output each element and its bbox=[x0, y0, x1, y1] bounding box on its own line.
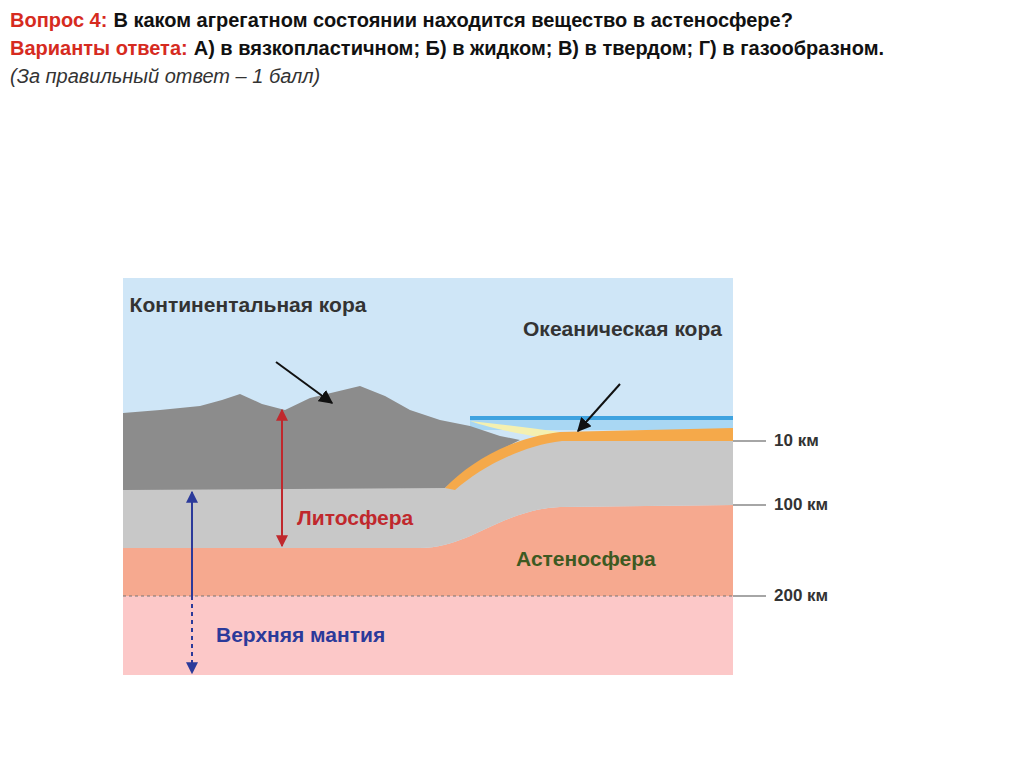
question-text: А) в вязкопластичном; Б) в жидком; В) в … bbox=[194, 37, 884, 59]
question-prefix: Вопрос 4: bbox=[10, 9, 107, 31]
question-header: Вопрос 4: В каком агрегатном состоянии на… bbox=[10, 6, 910, 90]
question-text: В каком агрегатном состоянии находится в… bbox=[113, 9, 793, 31]
crust-label: Океаническая кора bbox=[515, 316, 730, 341]
question-prefix: Варианты ответа: bbox=[10, 37, 188, 59]
leader-line bbox=[276, 362, 332, 403]
depth-ticks bbox=[733, 441, 766, 596]
layer-label: Верхняя мантия bbox=[216, 622, 385, 647]
upper-mantle-band bbox=[123, 596, 733, 675]
cross-section bbox=[123, 278, 733, 675]
depth-200-line bbox=[123, 595, 733, 596]
layer-label: Литосфера bbox=[297, 505, 413, 530]
crust-label: Континентальная кора bbox=[128, 292, 368, 317]
depth-label: 200 км bbox=[774, 586, 828, 606]
lithosphere-arrow bbox=[281, 410, 283, 546]
question-line: Вопрос 4: В каком агрегатном состоянии на… bbox=[10, 6, 910, 34]
ocean-surface bbox=[470, 416, 733, 420]
sky bbox=[123, 278, 733, 675]
leader-line bbox=[578, 384, 620, 431]
mantle-arrow bbox=[191, 492, 193, 596]
question-line: Варианты ответа: А) в вязкопластичном; Б)… bbox=[10, 34, 910, 62]
layer-label: Астеносфера bbox=[516, 546, 656, 571]
question-text: (За правильный ответ – 1 балл) bbox=[10, 65, 320, 87]
question-line: (За правильный ответ – 1 балл) bbox=[10, 62, 910, 90]
oceanic-crust bbox=[445, 428, 733, 490]
mantle-arrow-dashed bbox=[191, 596, 193, 673]
depth-label: 100 км bbox=[774, 495, 828, 515]
depth-label: 10 км bbox=[774, 431, 819, 451]
